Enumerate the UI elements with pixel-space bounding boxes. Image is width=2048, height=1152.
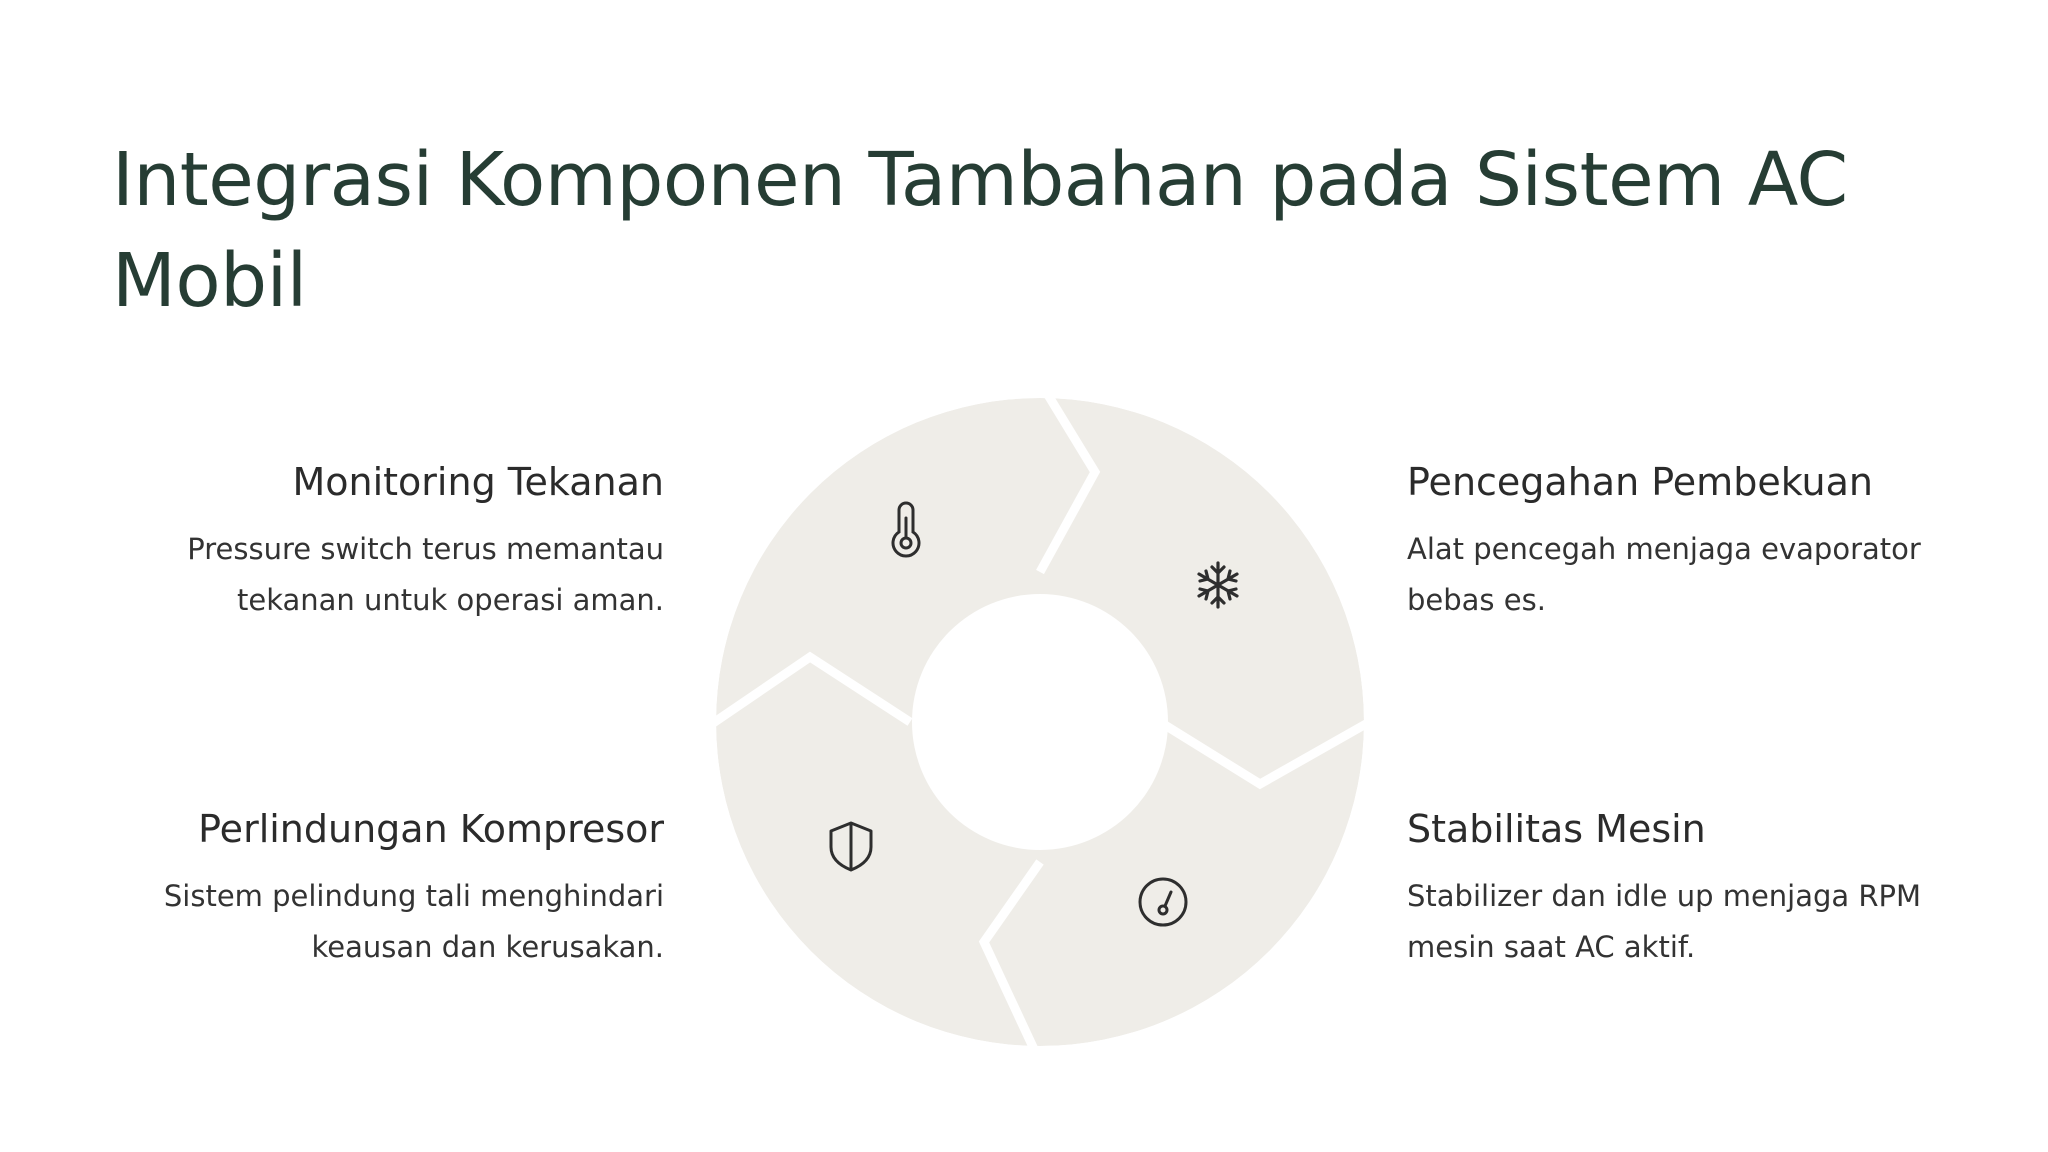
gauge-icon — [1138, 877, 1188, 927]
cycle-diagram — [700, 382, 1380, 1062]
item-description: Sistem pelindung tali menghindari keausa… — [163, 879, 664, 964]
item-title: Stabilitas Mesin — [1407, 807, 1706, 851]
item-description: Pressure switch terus memantau tekanan u… — [187, 532, 664, 617]
shield-icon — [829, 821, 873, 872]
item-perlindungan-kompresor: Perlindungan Kompresor Sistem pelindung … — [104, 805, 664, 973]
snowflake-icon — [1197, 561, 1239, 609]
ring-fill — [716, 398, 1364, 1046]
thermometer-icon — [891, 501, 921, 558]
separator-top — [1036, 382, 1101, 575]
separator-right — [1157, 712, 1380, 790]
item-title: Monitoring Tekanan — [292, 460, 664, 504]
item-title: Perlindungan Kompresor — [198, 807, 664, 851]
item-monitoring-tekanan: Monitoring Tekanan Pressure switch terus… — [104, 458, 664, 626]
ring-segments — [700, 382, 1380, 1062]
item-description: Stabilizer dan idle up menjaga RPM mesin… — [1407, 879, 1922, 964]
separator-bottom — [978, 859, 1045, 1062]
item-title: Pencegahan Pembekuan — [1407, 460, 1873, 504]
item-stabilitas-mesin: Stabilitas Mesin Stabilizer dan idle up … — [1407, 805, 1987, 973]
slide-title: Integrasi Komponen Tambahan pada Sistem … — [112, 137, 1848, 324]
item-pencegahan-pembekuan: Pencegahan Pembekuan Alat pencegah menja… — [1407, 458, 1987, 626]
separator-left — [700, 651, 913, 736]
item-description: Alat pencegah menjaga evaporator bebas e… — [1407, 532, 1921, 617]
